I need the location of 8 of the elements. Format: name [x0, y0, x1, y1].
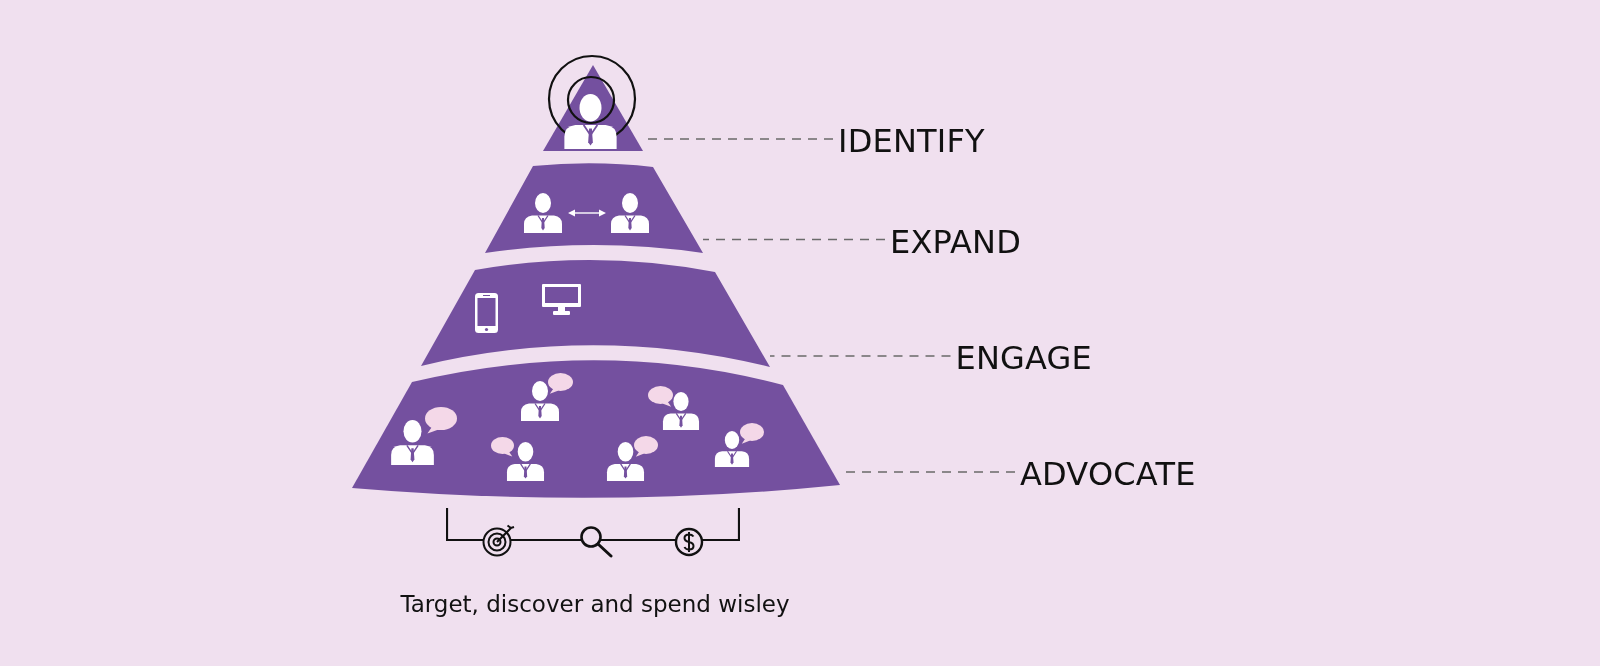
stage-label: ENGAGE [950, 342, 1092, 374]
stage-label: EXPAND [885, 225, 1022, 258]
leader-line [769, 355, 952, 357]
stage-label: ADVOCATE [1015, 458, 1196, 490]
leader-line [702, 238, 886, 241]
pyramid-tier [421, 260, 770, 367]
stage-label: IDENTIFY [833, 125, 985, 157]
caption: Target, discover and spend wisley [400, 590, 790, 618]
